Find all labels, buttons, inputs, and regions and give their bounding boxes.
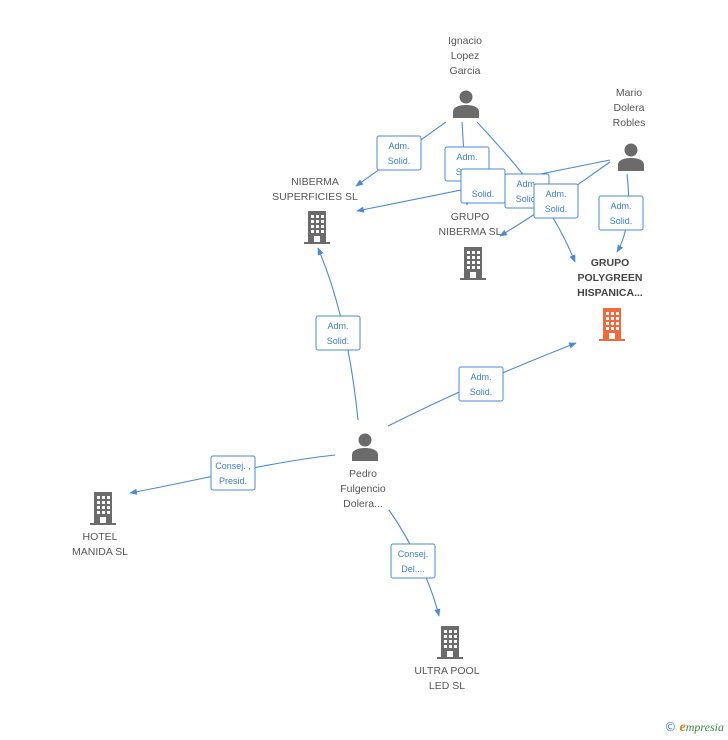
relation-label[interactable]: Adm. Solid. — [533, 183, 579, 219]
relation-label-text: Adm. — [545, 189, 566, 199]
relation-label[interactable]: Consej. Del.... — [390, 543, 436, 579]
relation-label-text: Adm. — [388, 141, 409, 151]
brand-name: mpresia — [685, 720, 724, 734]
relation-label[interactable]: Adm. Solid. — [315, 315, 361, 351]
person-icon — [352, 433, 378, 461]
person-icon — [618, 143, 644, 171]
relation-label-box — [533, 183, 579, 219]
relation-label-text: Solid. — [470, 387, 493, 397]
relation-label-box — [315, 315, 361, 351]
relation-label[interactable]: Adm. Solid. — [598, 195, 644, 231]
relation-label-text: Solid. — [388, 156, 411, 166]
relation-label-text: Adm. — [516, 179, 537, 189]
building-icon — [90, 492, 116, 525]
person-icon — [453, 90, 479, 118]
relation-label-box — [598, 195, 644, 231]
relation-label-text: Solid. — [516, 194, 539, 204]
relation-label-box — [210, 455, 256, 491]
relation-label-box — [390, 543, 436, 579]
relation-label-text: Del.... — [401, 564, 425, 574]
relation-label-text: Consej. , — [215, 461, 251, 471]
relation-label-box — [376, 135, 422, 171]
building-icon — [304, 211, 330, 244]
relation-label-text: Consej. — [398, 549, 429, 559]
relation-label-text: Adm. — [456, 152, 477, 162]
relation-label-text: Presid. — [219, 476, 247, 486]
relation-label-box — [458, 366, 504, 402]
empresia-logo: ©empresia — [665, 720, 724, 736]
relation-label[interactable]: Solid. — [460, 168, 506, 204]
relation-label-text: Solid. — [327, 336, 350, 346]
relation-label-text: Adm. — [610, 201, 631, 211]
relation-label-text: Adm. — [327, 321, 348, 331]
building-icon — [437, 626, 463, 659]
relation-label-text: Solid. — [610, 216, 633, 226]
building-icon — [599, 308, 625, 341]
relation-label[interactable]: Adm. Solid. — [376, 135, 422, 171]
building-icon — [460, 247, 486, 280]
relation-label[interactable]: Consej. , Presid. — [210, 455, 256, 491]
relation-label-text: Solid. — [472, 189, 495, 199]
relation-label[interactable]: Adm. Solid. — [458, 366, 504, 402]
relation-label-text: Solid. — [545, 204, 568, 214]
brand-initial: e — [679, 720, 686, 735]
copyright-symbol: © — [664, 720, 677, 734]
relation-label-text: Adm. — [470, 372, 491, 382]
